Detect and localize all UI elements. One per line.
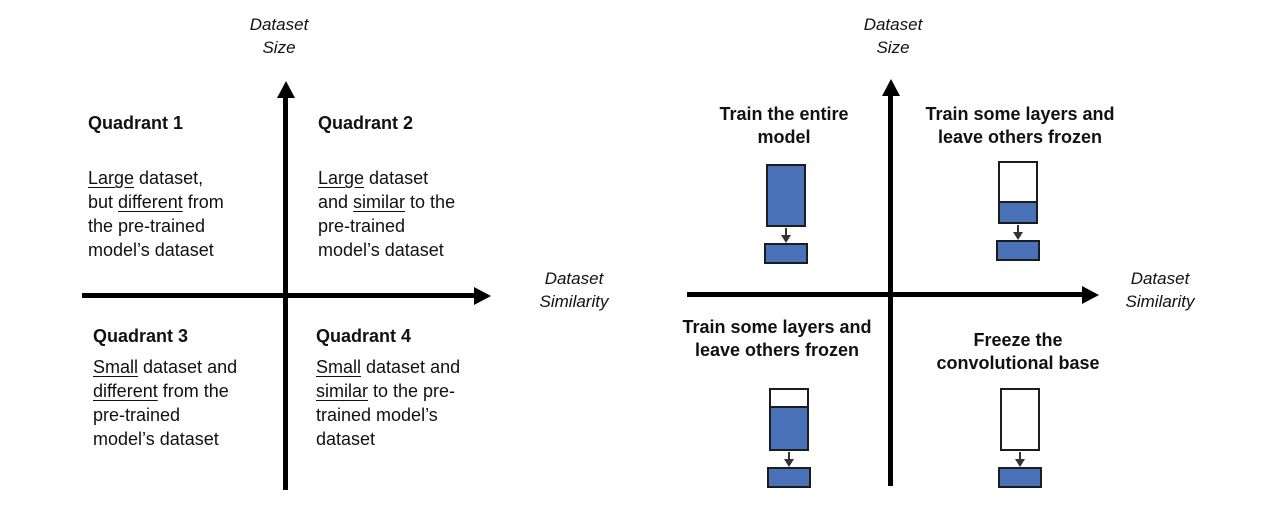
right-x-axis-line (687, 292, 1083, 297)
left-y-axis-label: Dataset Size (209, 13, 349, 59)
right-y-axis-label-line1: Dataset (863, 15, 923, 34)
right-y-axis-label: Dataset Size (823, 13, 963, 59)
left-x-axis-label: Dataset Similarity (530, 267, 618, 313)
strategy-title-line: model (757, 127, 811, 147)
classifier-block (998, 467, 1042, 488)
strategy-title-line: leave others frozen (937, 127, 1103, 147)
right-x-axis-label-line2: Similarity (1125, 292, 1195, 311)
classifier-block (764, 243, 808, 264)
conv-base-block (998, 161, 1038, 224)
strategy-title-line: Train some layers and (925, 104, 1115, 124)
right-y-axis-arrowhead-icon (882, 79, 900, 96)
frozen-layers-segment (1002, 390, 1038, 449)
model-stack-train-entire (762, 164, 810, 264)
down-arrow-icon (783, 451, 795, 467)
strategy-title-line: convolutional base (936, 353, 1100, 373)
strategy-train-some-layers-bottom-title: Train some layers and leave others froze… (662, 316, 892, 362)
strategy-train-some-layers-top-title: Train some layers and leave others froze… (900, 103, 1140, 149)
down-arrow-icon (780, 227, 792, 243)
strategy-title-line: Freeze the (973, 330, 1063, 350)
down-arrow-icon (1012, 224, 1024, 240)
strategy-title-line: Train the entire (719, 104, 849, 124)
conv-base-block (769, 388, 809, 451)
left-x-axis-label-line2: Similarity (539, 292, 609, 311)
right-y-axis-line (888, 94, 893, 486)
right-x-axis-label: Dataset Similarity (1115, 267, 1205, 313)
strategy-freeze-conv-base-title: Freeze the convolutional base (903, 329, 1133, 375)
left-x-axis-label-line1: Dataset (544, 269, 604, 288)
left-x-axis-line (82, 293, 475, 298)
strategy-title-line: Train some layers and (682, 317, 872, 337)
model-stack-train-some-bottom (765, 388, 813, 488)
left-y-axis-label-line2: Size (262, 38, 296, 57)
strategy-title-line: leave others frozen (694, 340, 860, 360)
right-y-axis-label-line2: Size (876, 38, 910, 57)
left-y-axis-label-line1: Dataset (249, 15, 309, 34)
right-x-axis-arrowhead-icon (1082, 286, 1099, 304)
model-stack-freeze-base (996, 388, 1044, 488)
down-arrow-icon (1014, 451, 1026, 467)
model-stack-train-some-top (994, 161, 1042, 261)
frozen-layers-segment (1000, 163, 1036, 203)
right-x-axis-label-line1: Dataset (1130, 269, 1190, 288)
conv-base-block (1000, 388, 1040, 451)
classifier-block (767, 467, 811, 488)
quadrant-1-title: Quadrant 1 (88, 113, 184, 133)
quadrant-2-title: Quadrant 2 (318, 113, 414, 133)
quadrant-4-title: Quadrant 4 (316, 326, 412, 346)
conv-base-block (766, 164, 806, 227)
strategy-train-entire-model-title: Train the entire model (674, 103, 894, 149)
left-x-axis-arrowhead-icon (474, 287, 491, 305)
frozen-layers-segment (771, 390, 807, 409)
classifier-block (996, 240, 1040, 261)
quadrant-3-title: Quadrant 3 (93, 326, 189, 346)
left-y-axis-arrowhead-icon (277, 81, 295, 98)
